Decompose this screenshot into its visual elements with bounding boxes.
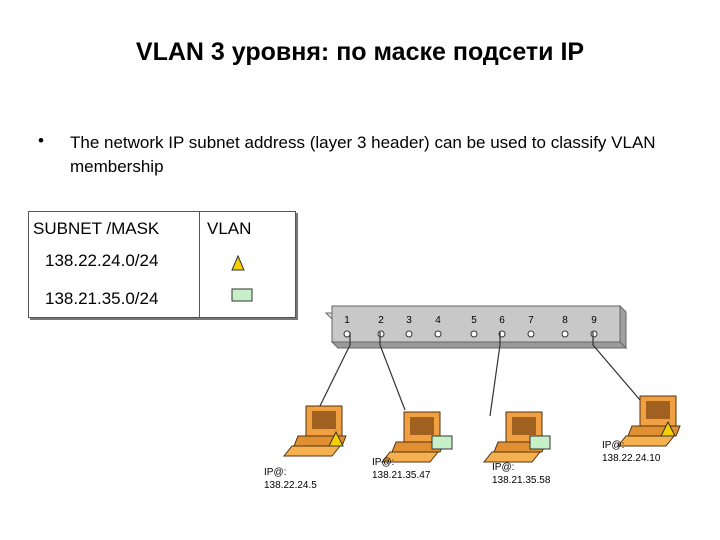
computer-screen bbox=[646, 401, 670, 419]
table-cell-subnet-1: 138.22.24.0/24 bbox=[45, 251, 159, 270]
computer-keyboard bbox=[380, 451, 440, 463]
switch-port-label: 6 bbox=[499, 315, 505, 326]
cable-port-1 bbox=[317, 332, 351, 411]
table-cell-subnet-2: 138.21.35.0/24 bbox=[45, 289, 159, 308]
bullet-marker: • bbox=[38, 131, 44, 150]
switch-port-3[interactable] bbox=[405, 330, 413, 338]
host-ip-prefix: IP@: bbox=[372, 457, 395, 468]
cable-port-6 bbox=[489, 332, 501, 417]
computer-keyboard bbox=[616, 435, 676, 447]
switch-port-5[interactable] bbox=[470, 330, 478, 338]
host-ip-address: 138.21.35.58 bbox=[492, 475, 551, 486]
computer-4[interactable] bbox=[616, 395, 681, 447]
host-ip-address: 138.21.35.47 bbox=[372, 470, 431, 481]
host-ip-label-4: IP@: 138.22.24.10 bbox=[602, 439, 660, 465]
switch-side bbox=[619, 304, 627, 350]
switch-port-label: 9 bbox=[591, 315, 597, 326]
switch-port-1[interactable] bbox=[343, 330, 351, 338]
switch-port-label: 8 bbox=[562, 315, 568, 326]
switch-port-label: 4 bbox=[435, 315, 441, 326]
table-divider bbox=[199, 212, 200, 317]
switch-bottom bbox=[330, 341, 628, 349]
vlan-membership-table: SUBNET /MASK VLAN 138.22.24.0/24 138.21.… bbox=[28, 211, 296, 318]
switch-port-8[interactable] bbox=[561, 330, 569, 338]
host-ip-prefix: IP@: bbox=[264, 467, 287, 478]
switch-port-4[interactable] bbox=[434, 330, 442, 338]
computer-screen bbox=[312, 411, 336, 429]
yellow-triangle-icon bbox=[328, 430, 344, 447]
bullet-text: The network IP subnet address (layer 3 h… bbox=[70, 133, 656, 176]
computer-2[interactable] bbox=[380, 411, 453, 463]
yellow-triangle-icon bbox=[231, 255, 245, 271]
host-ip-prefix: IP@: bbox=[492, 462, 515, 473]
host-ip-address: 138.22.24.10 bbox=[602, 453, 661, 464]
switch-port-label: 5 bbox=[471, 315, 477, 326]
green-square-icon bbox=[231, 288, 253, 302]
host-ip-label-3: IP@: 138.21.35.58 bbox=[492, 461, 550, 487]
yellow-triangle-icon bbox=[660, 420, 676, 437]
table-header-vlan: VLAN bbox=[207, 219, 252, 238]
switch-port-7[interactable] bbox=[527, 330, 535, 338]
switch-port-label: 1 bbox=[344, 315, 350, 326]
green-square-icon bbox=[431, 435, 453, 450]
host-ip-prefix: IP@: bbox=[602, 440, 625, 451]
switch-port-label: 7 bbox=[528, 315, 534, 326]
cables bbox=[317, 332, 641, 417]
green-square-icon bbox=[529, 435, 551, 450]
cable-port-2 bbox=[379, 332, 406, 411]
computer-3[interactable] bbox=[482, 411, 551, 463]
computer-1[interactable] bbox=[282, 405, 347, 457]
computer-screen bbox=[410, 417, 434, 435]
computer-screen bbox=[512, 417, 536, 435]
host-ip-address: 138.22.24.5 bbox=[264, 480, 317, 491]
computer-keyboard bbox=[282, 445, 342, 457]
switch-port-label: 3 bbox=[406, 315, 412, 326]
switch: 1 2 3 4 5 6 7 8 9 bbox=[324, 304, 628, 350]
page-title: VLAN 3 уровня: по маске подсети IP bbox=[135, 38, 585, 66]
computer-base bbox=[391, 441, 445, 453]
switch-port-2[interactable] bbox=[377, 330, 385, 338]
table-header-subnet: SUBNET /MASK bbox=[33, 219, 160, 238]
switch-port-9[interactable] bbox=[590, 330, 598, 338]
host-ip-label-1: IP@: 138.22.24.5 bbox=[264, 466, 317, 492]
cable-port-9 bbox=[592, 332, 641, 401]
computer-keyboard bbox=[482, 451, 542, 463]
host-ip-label-2: IP@: 138.21.35.47 bbox=[372, 456, 430, 482]
switch-port-label: 2 bbox=[378, 315, 384, 326]
